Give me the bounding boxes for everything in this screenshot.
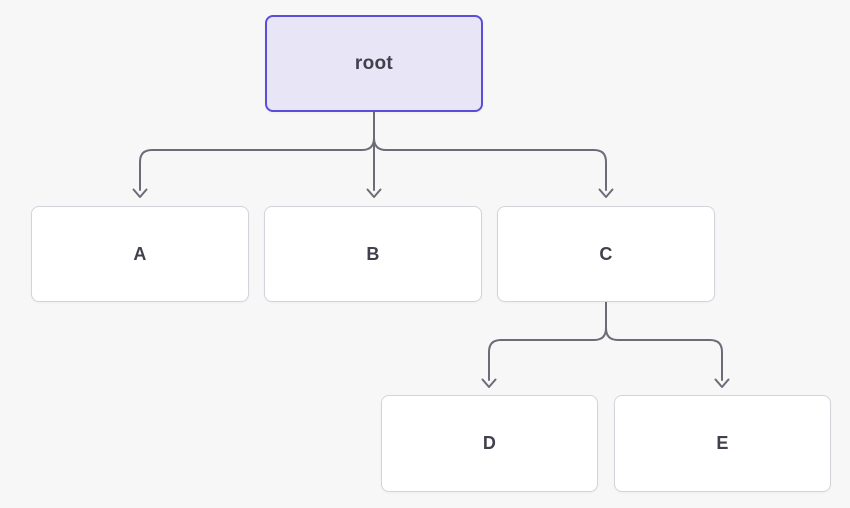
node-root-label: root [354, 52, 394, 74]
arrowhead-icon [598, 188, 614, 198]
edge-root-A [132, 111, 375, 198]
node-B[interactable]: B [264, 206, 482, 302]
arrowhead-icon [132, 188, 148, 198]
node-C[interactable]: C [497, 206, 715, 302]
node-D[interactable]: D [381, 395, 598, 492]
arrowhead-icon [366, 188, 382, 198]
edge-root-B [366, 111, 382, 198]
node-E[interactable]: E [614, 395, 831, 492]
node-B-label: B [366, 243, 380, 264]
arrowhead-icon [714, 378, 730, 388]
node-C-label: C [599, 243, 613, 264]
node-D-label: D [482, 433, 497, 453]
arrowhead-icon [481, 378, 497, 388]
edge-C-D [481, 301, 607, 388]
node-A[interactable]: A [31, 206, 249, 302]
node-E-label: E [716, 433, 729, 453]
node-A-label: A [133, 243, 147, 264]
node-root[interactable]: root [265, 15, 483, 112]
edge-C-E [605, 301, 730, 388]
edge-root-C [373, 111, 614, 198]
